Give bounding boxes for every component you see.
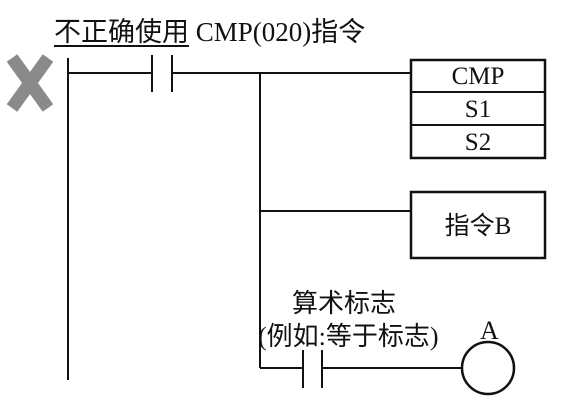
contact-top <box>151 55 173 92</box>
cmp-box-row-1: S1 <box>465 96 491 123</box>
output-coil-a <box>460 340 516 396</box>
x-mark-icon <box>6 54 54 112</box>
instruction-b-box: 指令B <box>409 190 547 260</box>
title-underlined: 不正确使用 <box>54 17 189 47</box>
flag-contact <box>302 350 323 388</box>
cmp-box-row-0: CMP <box>452 63 505 90</box>
title-rest: CMP(020)指令 <box>189 17 366 47</box>
cmp-box-row-2: S2 <box>465 129 491 156</box>
flag-label-line1: 算术标志 <box>292 289 397 318</box>
coil-label-a: A <box>480 316 499 345</box>
instruction-b-label: 指令B <box>445 212 512 240</box>
flag-label-line2: (例如:等于标志) <box>258 322 439 351</box>
diagram-title: 不正确使用 CMP(020)指令 <box>54 10 365 49</box>
cmp-instruction-box: CMP S1 S2 <box>409 58 547 160</box>
